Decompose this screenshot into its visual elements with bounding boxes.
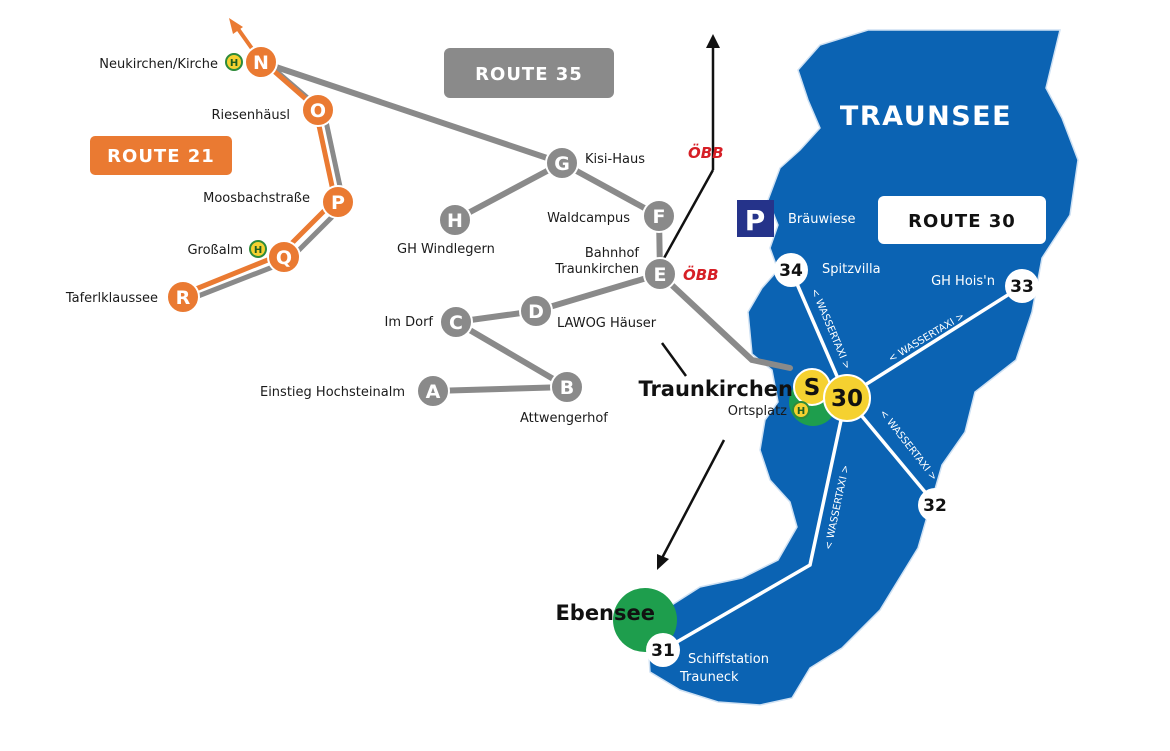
stop-H[interactable]: H xyxy=(438,203,472,237)
ferry-stop-30[interactable]: 30 xyxy=(823,374,871,422)
route35-label-box[interactable]: ROUTE 35 xyxy=(444,48,614,98)
route21-arrow-north xyxy=(229,18,243,34)
stop-N[interactable]: N xyxy=(244,45,278,79)
town-ortsplatz: Ortsplatz xyxy=(728,404,787,419)
ferry-stop-34[interactable]: 34 xyxy=(774,253,808,287)
parking-icon xyxy=(737,200,774,237)
stop-F-letter: F xyxy=(653,206,666,228)
route30-label-box[interactable]: ROUTE 30 xyxy=(878,196,1046,244)
stop-D-letter: D xyxy=(528,301,544,323)
ferry-stop-33-number: 33 xyxy=(1010,277,1034,297)
bus-stop-icon-ortsplatz-glyph: H xyxy=(797,406,805,417)
route30-label: ROUTE 30 xyxy=(908,211,1016,232)
stop-E-name-line2: Traunkirchen xyxy=(554,262,639,277)
stop-A[interactable]: A xyxy=(416,374,450,408)
ferry-stop-32-number: 32 xyxy=(923,496,947,516)
stop-R[interactable]: R xyxy=(166,280,200,314)
stop-Q-name: Großalm xyxy=(187,243,243,258)
stop-G-letter: G xyxy=(554,153,570,175)
bus-stop-icon-N: H xyxy=(225,53,243,71)
stop-B[interactable]: B xyxy=(550,370,584,404)
ferry-stop-32[interactable]: 32 xyxy=(918,488,952,522)
ferry-stop-32-name: Karbach xyxy=(962,500,1015,515)
lake-name: TRAUNSEE xyxy=(840,101,1012,132)
bus-stop-icon-Q: H xyxy=(249,240,267,258)
route35-label: ROUTE 35 xyxy=(475,64,583,85)
ferry-stop-30-number: 30 xyxy=(831,386,863,412)
ferry-stop-31-name-line2: Trauneck xyxy=(679,670,739,685)
town-name-traunkirchen: Traunkirchen xyxy=(638,377,793,401)
stop-D-name: LAWOG Häuser xyxy=(557,316,657,331)
stop-P[interactable]: P xyxy=(321,185,355,219)
stop-E[interactable]: E xyxy=(643,257,677,291)
stop-G[interactable]: G xyxy=(545,146,579,180)
oebb-logo-station: ÖBB xyxy=(683,265,719,284)
ferry-stop-31[interactable]: 31 xyxy=(646,633,680,667)
stop-F-name: Waldcampus xyxy=(547,211,630,226)
stop-O-name: Riesenhäusl xyxy=(212,108,290,123)
route21-label: ROUTE 21 xyxy=(107,146,215,167)
stop-C-name: Im Dorf xyxy=(384,315,433,330)
stop-R-letter: R xyxy=(176,287,191,309)
stop-N-name: Neukirchen/Kirche xyxy=(99,57,218,72)
ferry-stop-34-number: 34 xyxy=(779,261,803,281)
route35-lines xyxy=(258,59,793,394)
rail-line xyxy=(659,45,726,561)
stop-A-letter: A xyxy=(426,381,441,403)
stop-Q-letter: Q xyxy=(276,247,292,269)
bus-stop-icon-N-glyph: H xyxy=(230,58,238,69)
oebb-logo-north: ÖBB xyxy=(688,143,724,162)
stop-G-name: Kisi-Haus xyxy=(585,152,645,167)
ferry-stop-33-name: GH Hois'n xyxy=(931,274,995,289)
parking-braeuwiese[interactable]: P Bräuwiese xyxy=(737,200,855,237)
stop-O-letter: O xyxy=(310,100,326,122)
stop-N-letter: N xyxy=(253,52,269,74)
town-name-ebensee: Ebensee xyxy=(555,601,655,625)
stop-F[interactable]: F xyxy=(642,199,676,233)
ferry-stop-31-number: 31 xyxy=(651,641,675,661)
stop-H-name: GH Windlegern xyxy=(397,242,495,257)
stop-E-letter: E xyxy=(654,264,667,286)
stop-A-name: Einstieg Hochsteinalm xyxy=(260,385,405,400)
stop-P-letter: P xyxy=(331,192,345,214)
stop-E-name-line1: Bahnhof xyxy=(585,246,640,261)
bus-stop-icon-Q-glyph: H xyxy=(254,245,262,256)
stop-S-letter: S xyxy=(804,375,821,401)
stop-Q[interactable]: Q xyxy=(267,240,301,274)
route21-label-box[interactable]: ROUTE 21 xyxy=(90,136,232,175)
stop-R-name: Taferlklaussee xyxy=(65,291,158,306)
stop-B-name: Attwengerhof xyxy=(520,411,608,426)
parking-icon-letter: P xyxy=(745,204,766,237)
stop-P-name: Moosbachstraße xyxy=(203,191,310,206)
rail-arrow-north xyxy=(706,34,720,48)
ferry-stop-34-name: Spitzvilla xyxy=(822,262,881,277)
stop-H-letter: H xyxy=(447,210,463,232)
stop-C-letter: C xyxy=(449,312,463,334)
stop-S[interactable]: S xyxy=(793,368,831,406)
rail-arrow-south xyxy=(657,554,669,570)
bus-stop-icon-ortsplatz: H xyxy=(792,401,810,419)
stop-C[interactable]: C xyxy=(439,305,473,339)
parking-name: Bräuwiese xyxy=(788,212,855,227)
ferry-stop-31-name-line1: Schiffstation xyxy=(688,652,769,667)
stop-B-letter: B xyxy=(560,377,574,399)
stop-O[interactable]: O xyxy=(301,93,335,127)
stop-D[interactable]: D xyxy=(519,294,553,328)
ferry-stop-33[interactable]: 33 xyxy=(1005,269,1039,303)
